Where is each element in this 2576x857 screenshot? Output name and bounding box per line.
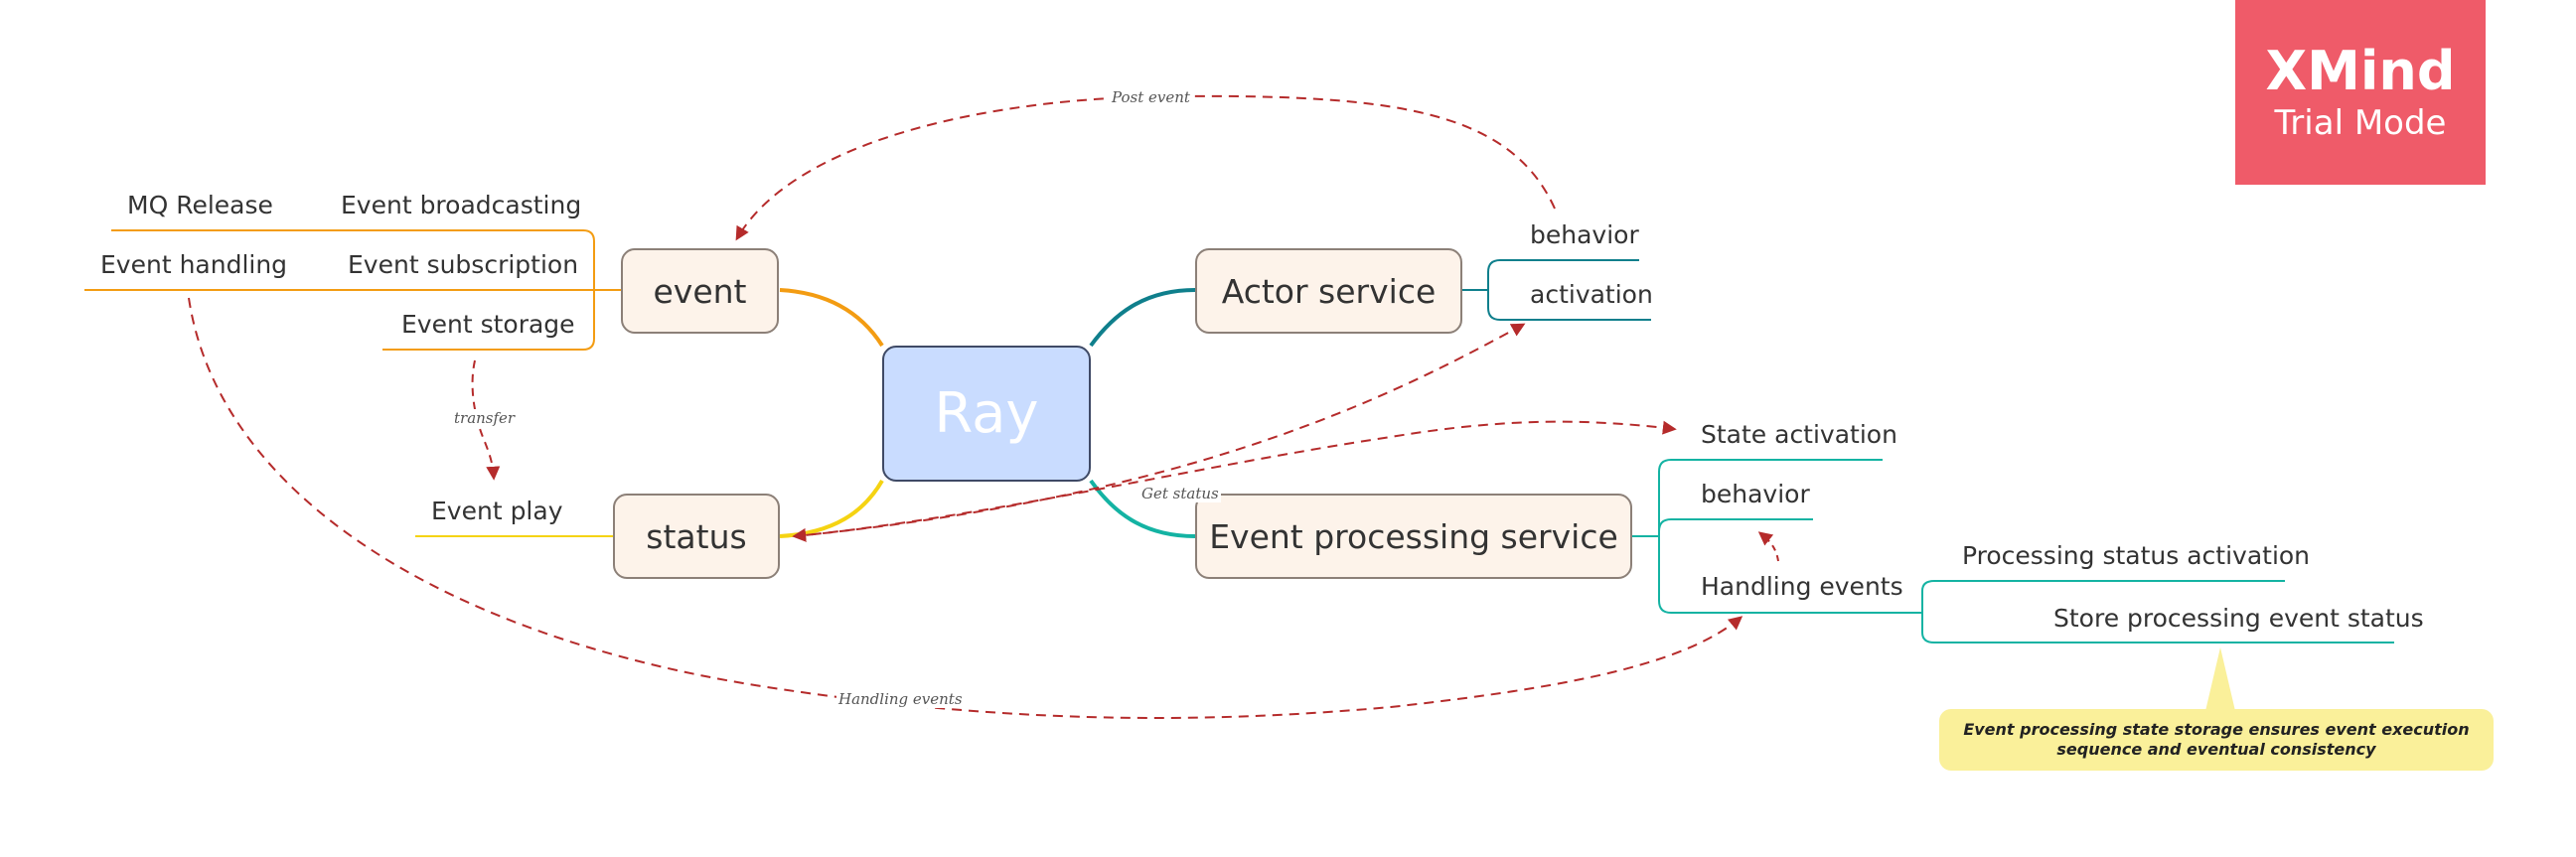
subtopic-event-broadcasting[interactable]: Event broadcasting <box>341 191 582 219</box>
connector-actor-service <box>1089 288 1196 348</box>
subtopic-actor-behavior[interactable]: behavior <box>1530 220 1639 249</box>
subtopic-state-activation[interactable]: State activation <box>1701 420 1897 449</box>
subtopic-event-play[interactable]: Event play <box>431 497 563 525</box>
relationship-get-status-a <box>792 323 1526 542</box>
subtopic-event-subscription[interactable]: Event subscription <box>348 250 579 279</box>
processing-branch-lines <box>1632 459 1922 614</box>
topic-event-processing-service[interactable]: Event processing service <box>1195 494 1632 579</box>
relationship-label-handling-events[interactable]: Handling events <box>836 690 965 708</box>
subtopic-handling-events[interactable]: Handling events <box>1701 572 1903 601</box>
connector-event <box>779 288 884 348</box>
relationship-post-event <box>735 94 1556 241</box>
subtopic-store-processing-event-status[interactable]: Store processing event status <box>2053 604 2424 633</box>
event-grandchild-lines <box>84 229 323 291</box>
topic-event[interactable]: event <box>621 248 779 334</box>
topic-status[interactable]: status <box>613 494 780 579</box>
subtopic-event-storage[interactable]: Event storage <box>401 310 575 339</box>
watermark-subtitle: Trial Mode <box>2274 103 2447 143</box>
subtopic-actor-activation[interactable]: activation <box>1530 280 1653 309</box>
processing-grandchild-lines <box>1921 580 2394 643</box>
topic-actor-service[interactable]: Actor service <box>1195 248 1462 334</box>
relationship-get-status-b <box>794 420 1677 537</box>
note-pointer <box>2205 647 2235 711</box>
subtopic-event-handling[interactable]: Event handling <box>100 250 288 279</box>
event-branch-lines <box>273 229 621 351</box>
trial-mode-watermark: XMind Trial Mode <box>2235 0 2486 185</box>
actor-branch-lines <box>1462 259 1651 321</box>
subtopic-processing-status-activation[interactable]: Processing status activation <box>1962 541 2311 570</box>
relationship-label-transfer[interactable]: transfer <box>452 409 518 427</box>
relationship-handling-events <box>188 297 1743 719</box>
relationship-label-get-status[interactable]: Get status <box>1139 485 1221 502</box>
subtopic-mq-release[interactable]: MQ Release <box>127 191 273 219</box>
relationship-behavior-link <box>1757 531 1779 562</box>
subtopic-processing-behavior[interactable]: behavior <box>1701 480 1810 508</box>
callout-note[interactable]: Event processing state storage ensures e… <box>1939 709 2494 771</box>
watermark-brand: XMind <box>2265 40 2456 102</box>
central-topic[interactable]: Ray <box>882 346 1091 482</box>
relationship-label-post-event[interactable]: Post event <box>1110 88 1192 106</box>
